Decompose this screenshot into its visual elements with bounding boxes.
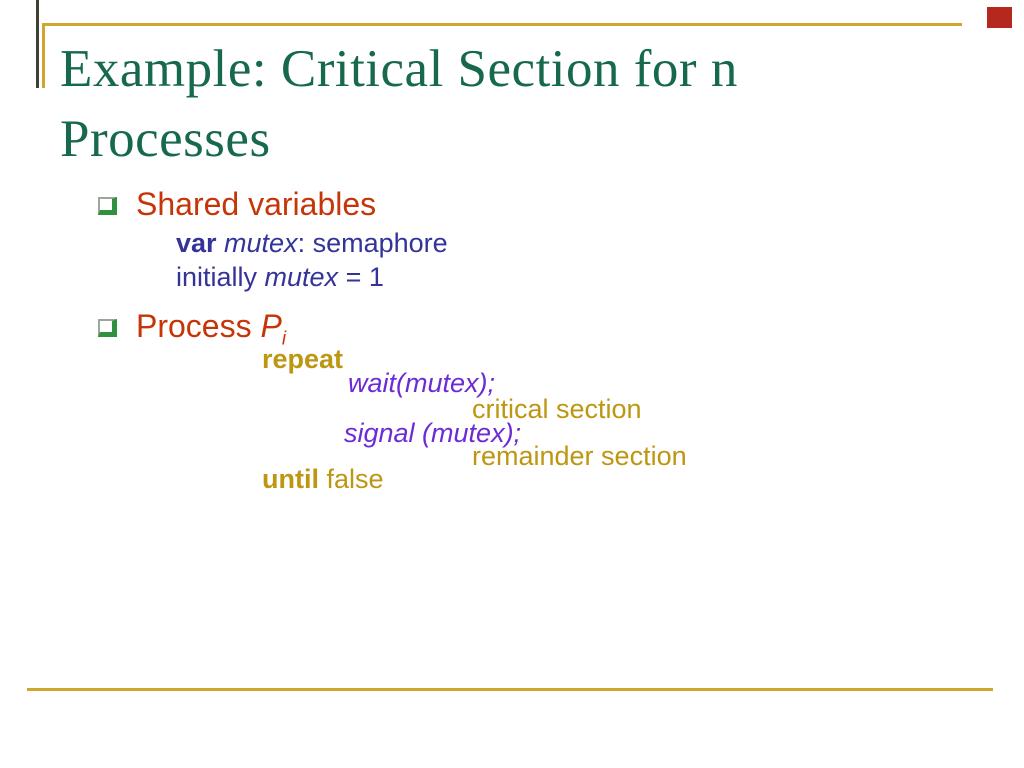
shared-variables-label: Shared variables xyxy=(136,186,377,222)
process-subscript: i xyxy=(281,328,287,350)
bullet-square-icon xyxy=(98,197,117,215)
code-until-line: until false xyxy=(262,464,384,495)
code-wait-statement: wait(mutex); xyxy=(348,368,496,398)
var-name: mutex xyxy=(216,228,298,258)
bottom-gold-rule xyxy=(27,688,993,691)
initially-value: = 1 xyxy=(338,262,384,292)
bullet-shared-variables: Shared variables xyxy=(136,186,376,223)
code-critical-section-label: critical section xyxy=(472,394,642,424)
code-remainder-section-label: remainder section xyxy=(472,441,687,471)
top-left-dark-tick xyxy=(36,0,39,88)
red-square-accent xyxy=(987,7,1012,28)
code-signal-statement: signal (mutex); xyxy=(344,418,522,448)
title-line-1: Example: Critical Section for n xyxy=(60,40,738,98)
initially-var: mutex xyxy=(264,262,339,292)
until-value: false xyxy=(318,464,384,494)
var-keyword: var xyxy=(176,228,217,258)
until-keyword: until xyxy=(262,464,319,494)
code-initially: initially mutex = 1 xyxy=(176,262,384,293)
code-repeat-keyword: repeat xyxy=(262,344,344,374)
top-gold-rule xyxy=(42,23,962,26)
var-type: : semaphore xyxy=(297,228,448,258)
code-var-declaration: var mutex: semaphore xyxy=(176,228,448,259)
process-label: Process xyxy=(136,308,261,344)
title-line-2: Processes xyxy=(60,110,271,168)
bullet-square-icon xyxy=(98,319,117,337)
initially-word: initially xyxy=(176,262,265,292)
slide-title: Example: Critical Section for n Processe… xyxy=(60,34,960,174)
bullet-process: Process Pi xyxy=(136,308,286,348)
process-variable: P xyxy=(260,308,282,344)
title-left-gold-rule xyxy=(42,23,45,88)
